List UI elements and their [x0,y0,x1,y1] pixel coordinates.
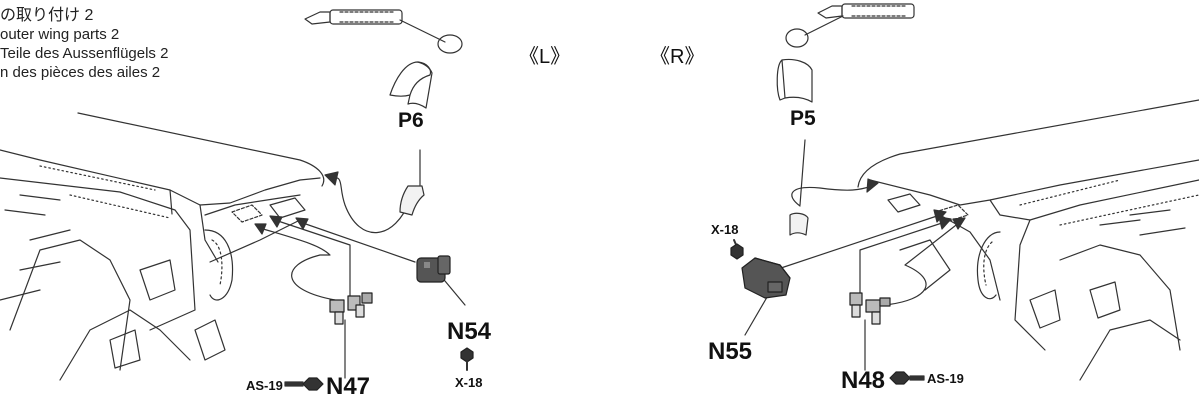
arrow-p5-path [791,185,873,207]
left-wing-outline [169,189,219,263]
paint-label-x18-left: X-18 [455,375,483,390]
arrow-n47-head [254,223,267,235]
part-label-n48: N48 [841,367,886,394]
right-wing-panel-line [1019,179,1121,206]
knife-handle [329,9,403,25]
left-wing-outline [204,194,301,216]
right-wheel-well [976,231,1001,300]
paint-label-x18-right: X-18 [711,222,739,237]
left-wing [0,112,325,381]
knife-pointer [399,19,446,43]
title-japanese: の取り付け 2 [0,7,94,24]
knife-handle [841,3,915,19]
arrow-p5-head [866,178,879,193]
n55-part [741,257,791,299]
right-wing-detail [1059,244,1181,351]
left-attach-area [231,204,263,223]
n47-part [329,292,373,325]
knife-blade [304,11,331,25]
side-label-left: 《L》 [519,46,571,68]
left-wing-detail [59,309,191,381]
paint-label-as19-left: AS-19 [246,378,283,393]
paint-label-as19-right: AS-19 [927,371,964,386]
knife-blade [817,5,843,19]
right-wing-top-edge [857,99,1199,188]
title-english: outer wing parts 2 [0,26,120,43]
right-wing-panel-line [1059,194,1199,226]
side-label-right: 《R》 [650,46,705,68]
right-hobby-knife [785,3,915,48]
p6-part-large [389,61,433,109]
knife-pointer [804,15,844,36]
right-wing-detail [1029,289,1061,329]
title-french: n des pièces des ailes 2 [0,64,161,81]
x18-paint-marker-left [460,347,474,371]
right-wing-outline [869,159,1199,206]
left-wheel-well [211,239,223,286]
arrow-n48-path [884,221,961,306]
left-wing-detail [0,229,71,301]
x18-paint-marker-right [730,239,744,260]
left-hobby-knife [304,9,463,54]
right-wing [857,99,1199,381]
part-label-n55: N55 [708,338,753,365]
arrow-n54-head [295,217,309,230]
left-wing-detail [9,239,131,371]
arrow-n54-path [299,221,416,263]
sprue-gate [785,28,809,48]
knife-handle-grip [339,11,396,23]
part-label-n54: N54 [447,318,492,345]
right-wing-outline [1014,219,1046,351]
leader-n55 [744,291,771,336]
arrow-n47-path [259,227,336,301]
arrow-p6-path [329,176,411,234]
right-arrows [744,139,966,371]
right-wing-detail [1099,209,1186,236]
left-wing-detail [109,329,141,369]
leader-p5 [799,139,806,206]
p5-part-large [776,58,813,103]
left-wing-top-edge [77,112,325,187]
arrow-n55-path [774,214,941,271]
arrow-n47-path [274,219,351,299]
right-wing-detail [1079,319,1181,381]
left-arrows [254,149,466,379]
n54-part [416,255,451,283]
left-wing-panel-line [69,194,171,219]
p6-part-small [399,185,425,216]
part-label-p5: P5 [790,107,816,130]
arrow-n48-head [952,217,966,230]
step-title: の取り付け 2 outer wing parts 2 Teile des Aus… [0,6,168,82]
left-wing-detail [194,319,226,361]
n48-part [849,292,891,325]
left-wing-panel-line [39,165,156,191]
arrow-p6-head [324,171,339,186]
as19-paint-marker-right [889,371,925,385]
left-wing-outline [0,149,321,206]
sprue-gate [437,34,463,54]
arrow-n48-path [859,221,946,301]
as19-paint-marker-left [284,377,324,391]
part-label-p6: P6 [398,109,424,132]
left-wing-detail [4,194,61,216]
right-wing-detail [1089,281,1121,319]
right-wheel-well [983,241,993,286]
left-wing-outline [0,177,196,331]
p5-part-small [789,212,809,236]
left-wing-detail [139,259,176,301]
part-label-n47: N47 [326,373,371,400]
left-wing-outline [209,219,301,263]
left-attach-area [269,197,306,219]
right-attach-area [887,193,921,213]
knife-handle-grip [851,5,906,17]
left-wheel-well [204,229,234,301]
title-german: Teile des Aussenflügels 2 [0,45,169,62]
right-wing-detail [899,239,951,291]
arrow-n47-head [269,215,283,228]
right-wing-outline [939,214,1001,301]
arrow-n48-head [938,216,952,230]
